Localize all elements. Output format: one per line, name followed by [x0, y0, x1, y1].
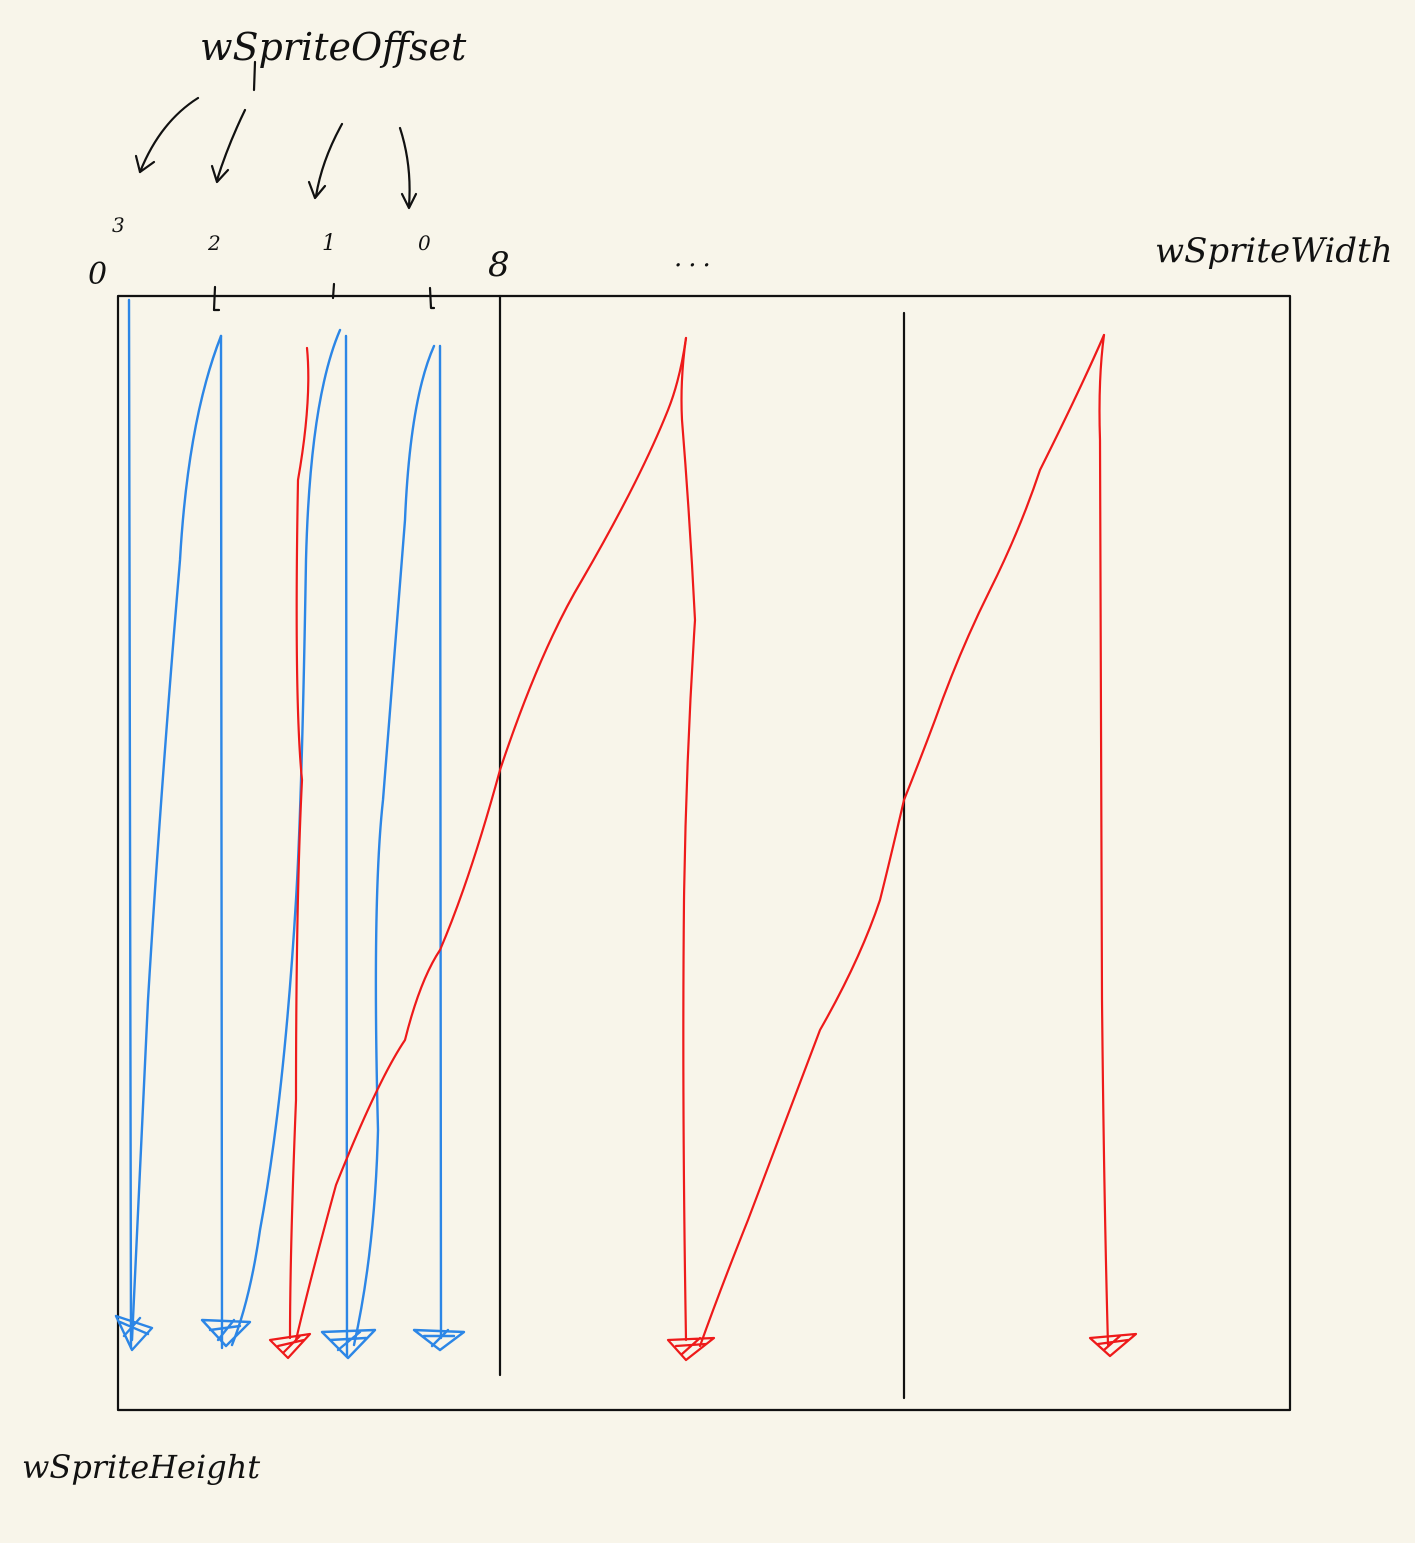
sprite-height-label: wSpriteHeight [22, 1448, 260, 1486]
offset-2-label: 2 [207, 231, 221, 255]
blue-column-line [127, 298, 133, 1350]
arrow-head-2 [210, 164, 230, 184]
sprite-width-label: wSpriteWidth [1155, 231, 1393, 271]
blue-diagonal-line [352, 344, 436, 1347]
arrow-head-3 [134, 154, 156, 174]
arrow-head-0 [400, 192, 418, 210]
blue-diagonal-line [230, 328, 342, 1347]
tick-1 [331, 282, 336, 300]
tick-0 [428, 286, 436, 310]
offset-pointer-arrows [134, 60, 418, 210]
red-traversal-lines [288, 333, 1110, 1348]
blue-scan-lines [127, 298, 443, 1357]
red-diagonal-line [294, 336, 688, 1342]
arrow-to-0 [398, 126, 411, 208]
arrow-to-2 [215, 108, 247, 182]
offset-title-label: wSpriteOffset [200, 25, 467, 69]
red-arrowheads [268, 1332, 1138, 1362]
blue-column-line [344, 334, 349, 1357]
sprite-frame [116, 282, 1292, 1412]
blue-arrowhead-icon [114, 1314, 154, 1352]
blue-arrowhead-icon [320, 1328, 377, 1360]
red-arrowhead-icon [1088, 1332, 1138, 1358]
offset-3-label: 3 [112, 213, 125, 237]
title-stem [252, 60, 257, 92]
tick-2 [212, 285, 221, 312]
arrow-to-3 [138, 96, 200, 174]
red-column-line [680, 336, 697, 1342]
blue-column-line [219, 334, 224, 1350]
offset-1-label: 1 [322, 231, 336, 256]
arrow-to-1 [314, 122, 344, 198]
blue-arrowhead-icon [412, 1328, 466, 1352]
blue-diagonal-line [130, 334, 223, 1342]
blue-arrowheads [114, 1314, 466, 1360]
offset-0-label: 0 [418, 231, 431, 255]
red-diagonal-line [698, 333, 1106, 1348]
boundary-8-label: 8 [488, 245, 510, 285]
red-column-line [288, 346, 310, 1340]
blue-column-line [438, 344, 443, 1340]
ellipsis-label: ... [674, 243, 717, 273]
blue-arrowhead-icon [200, 1318, 252, 1348]
origin-label: 0 [88, 257, 107, 292]
sprite-rectangle [116, 294, 1292, 1412]
red-arrowhead-icon [268, 1332, 312, 1360]
arrow-head-1 [307, 180, 327, 200]
red-column-line [1098, 333, 1110, 1347]
red-arrowhead-icon [666, 1336, 716, 1362]
